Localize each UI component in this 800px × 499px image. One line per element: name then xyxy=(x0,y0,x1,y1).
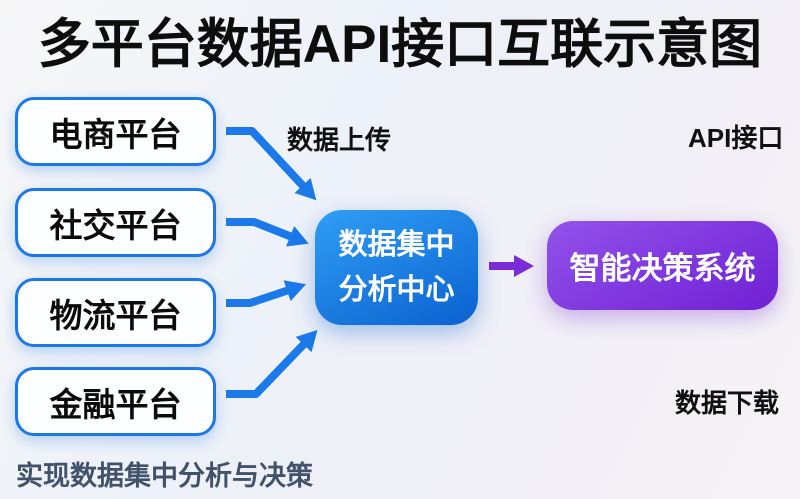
arrow-finance-to-center-icon xyxy=(226,330,318,398)
label-data-download: 数据下载 xyxy=(675,388,780,418)
arrow-social-to-center-icon xyxy=(226,218,309,247)
node-logistics-label: 物流平台 xyxy=(49,296,182,334)
center-node-label-line1: 数据集中 xyxy=(338,228,455,261)
label-data-upload: 数据上传 xyxy=(287,125,392,155)
node-logistics-platform: 物流平台 xyxy=(15,278,216,347)
footer-caption: 实现数据集中分析与决策 xyxy=(16,461,313,491)
node-finance-platform: 金融平台 xyxy=(15,367,216,436)
label-api-interface: API接口 xyxy=(688,123,784,153)
node-ecommerce-platform: 电商平台 xyxy=(15,97,216,166)
node-ecommerce-label: 电商平台 xyxy=(49,115,182,153)
arrow-logistics-to-center-icon xyxy=(226,280,307,307)
diagram-title: 多平台数据API接口互联示意图 xyxy=(37,15,763,74)
center-node-label-line2: 分析中心 xyxy=(338,273,455,306)
node-data-analysis-center: 数据集中 分析中心 xyxy=(315,210,478,325)
node-social-platform: 社交平台 xyxy=(15,188,216,257)
node-social-label: 社交平台 xyxy=(49,206,182,244)
node-finance-label: 金融平台 xyxy=(49,385,182,423)
node-decision-system: 智能决策系统 xyxy=(547,221,778,310)
decision-node-label: 智能决策系统 xyxy=(569,251,756,286)
